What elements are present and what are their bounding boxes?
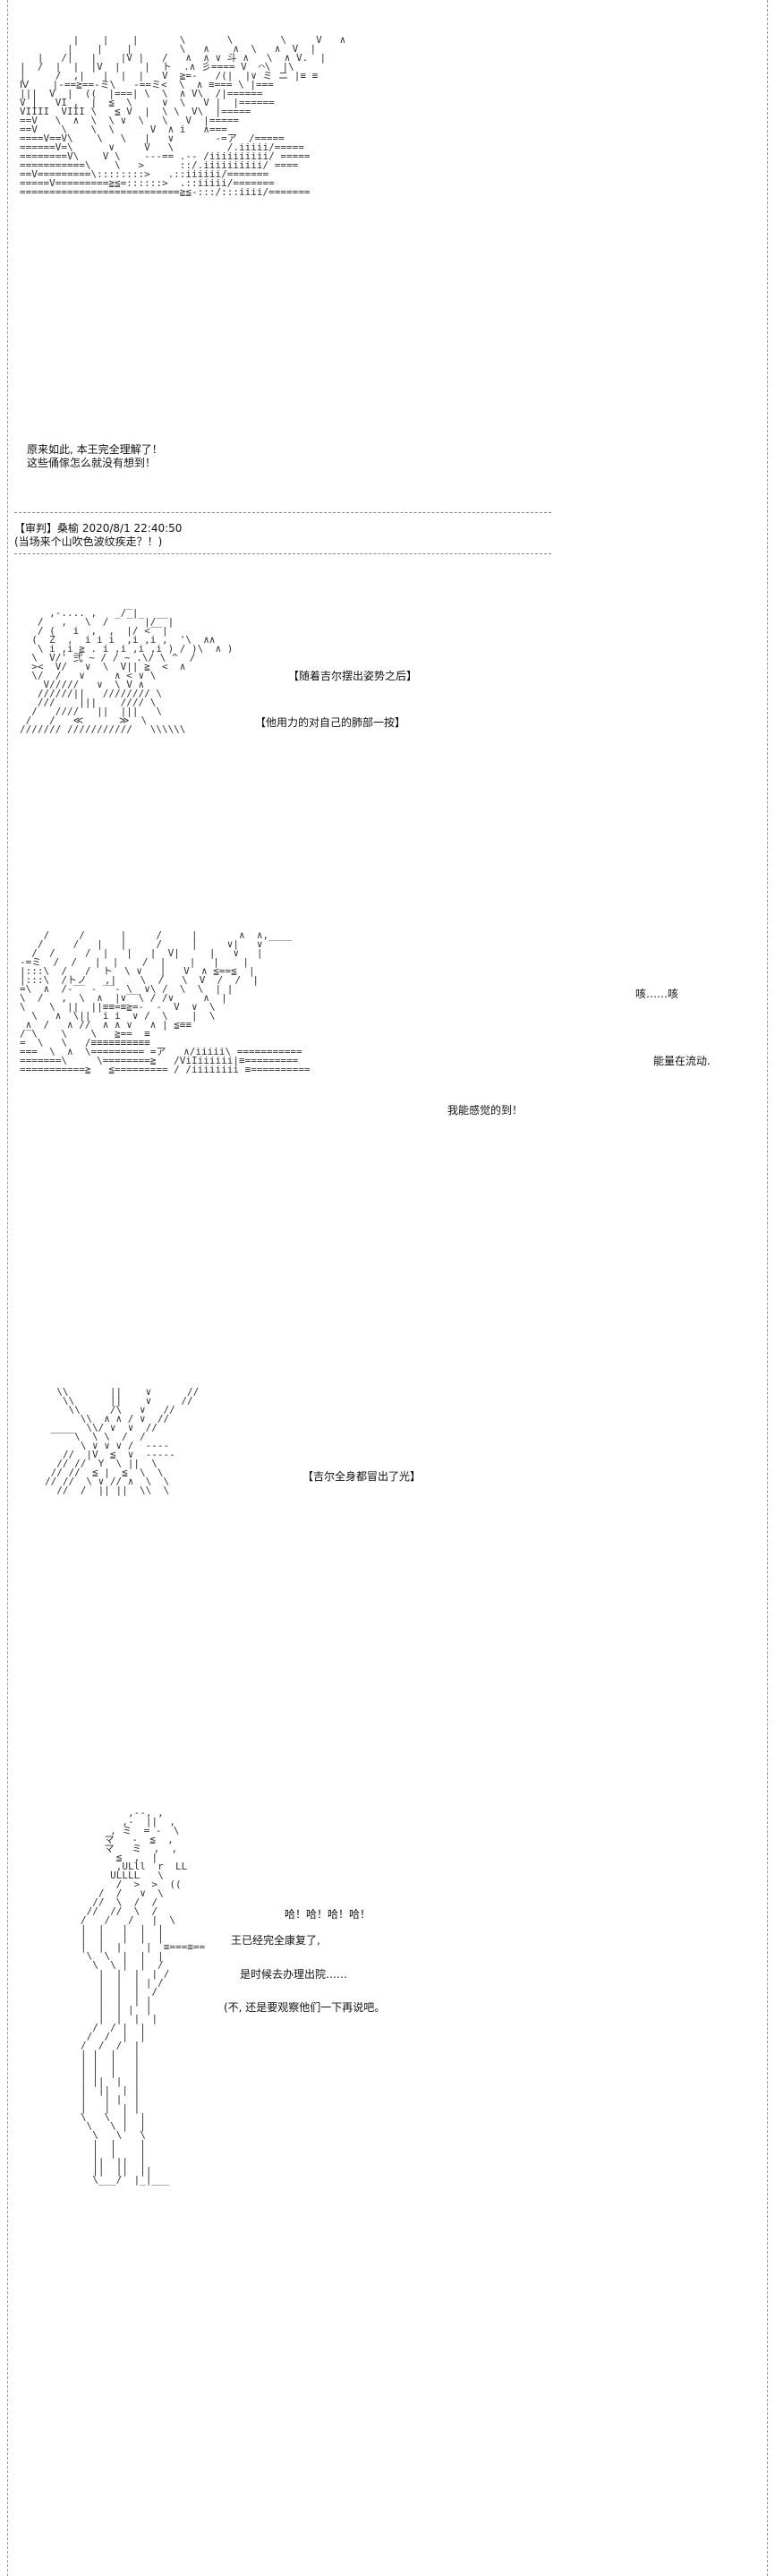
ascii-art-head: ,-.... , /‾| / , \ / ‾ ‾ ‾|/‾‾| / ( i , …	[20, 607, 234, 735]
text-discharge: 是时候去办理出院……	[240, 1968, 348, 1981]
separator	[14, 512, 551, 513]
caption-pose: 【随着吉尔摆出姿势之后】	[288, 670, 418, 682]
post-frame	[7, 0, 768, 2576]
text-energy: 能量在流动.	[653, 1055, 711, 1067]
post-text-line-1: 原来如此, 本王完全理解了！	[27, 443, 163, 456]
caption-glow: 【吉尔全身都冒出了光】	[302, 1470, 422, 1483]
separator	[14, 553, 551, 554]
ascii-art-burst: \\ || ∨ // \\ || ∨ // \\ /\ ∨ // \\ ∧ ∧ …	[45, 1386, 200, 1496]
post-author-date: 【审判】桑榆 2020/8/1 22:40:50	[14, 522, 183, 535]
caption-press: 【他用力的对自己的肺部一按】	[255, 716, 406, 729]
text-feel: 我能感觉的到！	[447, 1104, 524, 1117]
text-recovered: 王已经完全康复了,	[231, 1934, 320, 1947]
text-cough: 咳……咳	[635, 988, 679, 1000]
text-observe: (不, 还是要观察他们一下再说吧。	[224, 2001, 386, 2014]
ascii-art-top: | | | \ \ \ V ∧ | | | \ ∧ ∧ \ ∧ V | | /|…	[20, 34, 346, 198]
ascii-art-figure: ,--, , ,- || , , ミ = - \ マ - ≦ , マ ミ , ,…	[81, 1807, 206, 2186]
ascii-art-mid: / / | / | ∧ ∧,____ / / | | / | ∨| ∨ / / …	[20, 929, 311, 1075]
text-laugh: 哈！哈！哈！哈！	[285, 1908, 371, 1921]
post-text-line-2: 这些俑傢怎么就没有想到！	[27, 457, 157, 469]
post-subtitle: (当场来个山吹色波纹疾走？！)	[14, 535, 163, 548]
